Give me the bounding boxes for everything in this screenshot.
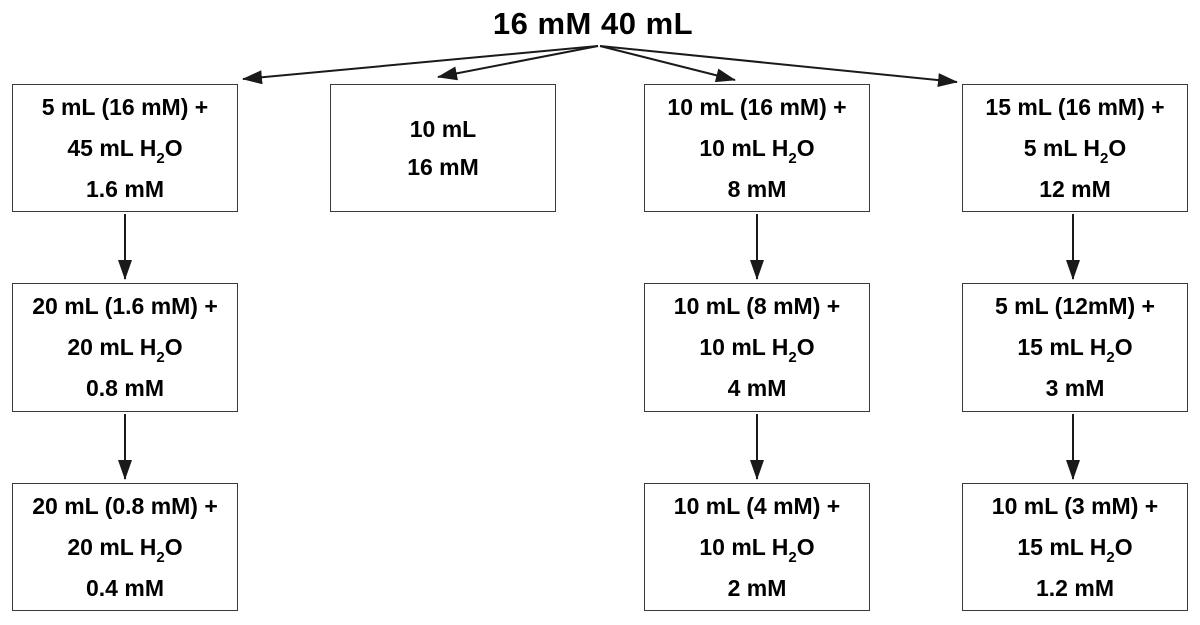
conc-line: 4 mM <box>727 375 787 401</box>
water-formula-suffix: O <box>1114 533 1133 560</box>
water-formula-prefix: 10 mL H <box>699 533 789 560</box>
water-line: 45 mL H2O <box>67 133 183 167</box>
water-formula-suffix: O <box>164 134 183 161</box>
box-2-mm: 10 mL (4 mM) + 10 mL H2O 2 mM <box>644 483 870 611</box>
arrow-root-to-12-mm <box>599 45 958 88</box>
water-formula-prefix: 10 mL H <box>699 134 789 161</box>
water-formula-suffix: O <box>1114 334 1133 360</box>
box-3-mm: 5 mL (12mM) + 15 mL H2O 3 mM <box>962 283 1188 412</box>
water-subscript: 2 <box>788 548 797 566</box>
conc-line: 0.4 mM <box>86 574 164 601</box>
mix-line: 15 mL (16 mM) + <box>985 93 1165 120</box>
box-1-2-mm: 10 mL (3 mM) + 15 mL H2O 1.2 mM <box>962 483 1188 611</box>
water-formula-suffix: O <box>1108 134 1127 161</box>
conc-line: 12 mM <box>1039 175 1111 202</box>
water-formula-suffix: O <box>796 533 815 560</box>
water-line: 15 mL H2O <box>1017 532 1133 566</box>
water-formula-prefix: 15 mL H <box>1017 334 1107 360</box>
mix-line: 10 mL (4 mM) + <box>673 492 841 519</box>
conc-line: 8 mM <box>727 175 787 202</box>
water-subscript: 2 <box>1106 349 1115 366</box>
water-formula-suffix: O <box>164 334 183 360</box>
mix-line: 20 mL (0.8 mM) + <box>32 492 218 519</box>
water-formula-prefix: 5 mL H <box>1023 134 1101 161</box>
root-stock-label: 16 mM 40 mL <box>492 6 694 41</box>
arrow-root-to-8-mm <box>599 45 736 83</box>
water-subscript: 2 <box>1100 149 1109 167</box>
box-4-mm: 10 mL (8 mM) + 10 mL H2O 4 mM <box>644 283 870 412</box>
conc-line: 0.8 mM <box>86 375 164 401</box>
arrow-root-to-stock <box>437 45 599 81</box>
conc-line: 3 mM <box>1045 375 1105 401</box>
water-subscript: 2 <box>1106 548 1115 566</box>
conc-line: 2 mM <box>727 574 787 601</box>
water-formula-suffix: O <box>164 533 183 560</box>
mix-line: 5 mL (16 mM) + <box>41 93 209 120</box>
water-formula-prefix: 20 mL H <box>67 533 157 560</box>
mix-line: 10 mL (8 mM) + <box>673 293 841 319</box>
mix-line: 10 mL (3 mM) + <box>991 492 1159 519</box>
water-line: 15 mL H2O <box>1017 332 1133 366</box>
volume-line: 10 mL <box>409 115 477 142</box>
arrow-root-to-1-6-mm <box>242 45 599 85</box>
box-1-6-mm: 5 mL (16 mM) + 45 mL H2O 1.6 mM <box>12 84 238 212</box>
box-8-mm: 10 mL (16 mM) + 10 mL H2O 8 mM <box>644 84 870 212</box>
water-subscript: 2 <box>156 349 165 366</box>
water-line: 20 mL H2O <box>67 532 183 566</box>
conc-line: 1.2 mM <box>1036 574 1114 601</box>
water-line: 5 mL H2O <box>1023 133 1127 167</box>
water-subscript: 2 <box>788 149 797 167</box>
water-line: 10 mL H2O <box>699 332 815 366</box>
water-formula-suffix: O <box>796 134 815 161</box>
water-formula-prefix: 10 mL H <box>699 334 789 360</box>
water-subscript: 2 <box>156 149 165 167</box>
mix-line: 20 mL (1.6 mM) + <box>32 293 218 319</box>
mix-line: 10 mL (16 mM) + <box>667 93 847 120</box>
conc-line: 16 mM <box>407 153 479 180</box>
conc-line: 1.6 mM <box>86 175 164 202</box>
box-stock-10ml: 10 mL 16 mM <box>330 84 556 212</box>
mix-line: 5 mL (12mM) + <box>995 293 1155 319</box>
box-12-mm: 15 mL (16 mM) + 5 mL H2O 12 mM <box>962 84 1188 212</box>
box-0-4-mm: 20 mL (0.8 mM) + 20 mL H2O 0.4 mM <box>12 483 238 611</box>
water-subscript: 2 <box>788 349 797 366</box>
water-line: 10 mL H2O <box>699 532 815 566</box>
water-formula-prefix: 15 mL H <box>1017 533 1107 560</box>
water-line: 20 mL H2O <box>67 332 183 366</box>
water-line: 10 mL H2O <box>699 133 815 167</box>
water-formula-prefix: 45 mL H <box>67 134 157 161</box>
water-formula-prefix: 20 mL H <box>67 334 157 360</box>
box-0-8-mm: 20 mL (1.6 mM) + 20 mL H2O 0.8 mM <box>12 283 238 412</box>
water-formula-suffix: O <box>796 334 815 360</box>
water-subscript: 2 <box>156 548 165 566</box>
